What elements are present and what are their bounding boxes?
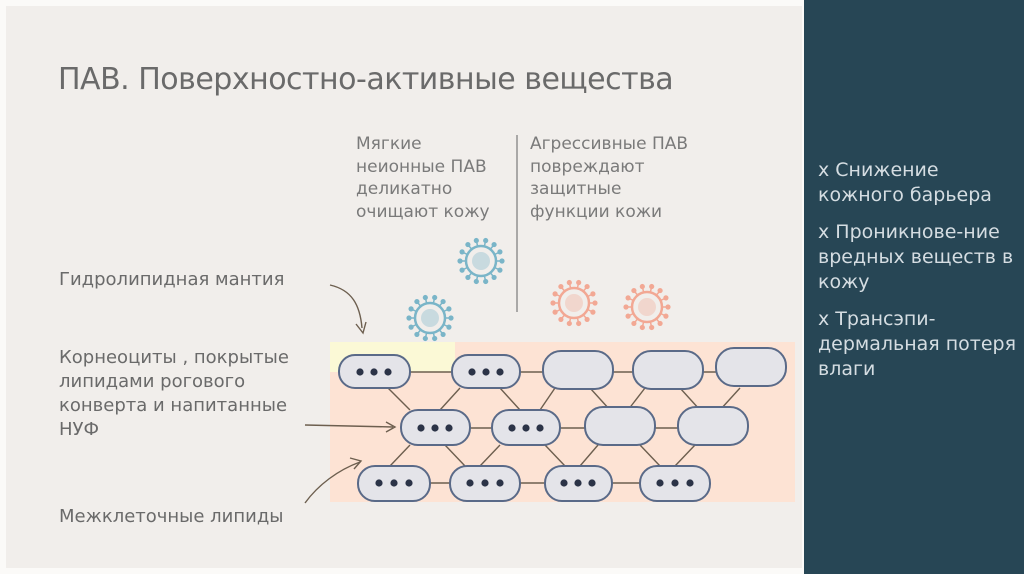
damaged-corneocyte — [632, 350, 704, 390]
aggressive-surfactant-text: Агрессивные ПАВ повреждают защитные функ… — [530, 134, 689, 222]
slide-title: ПАВ. Поверхностно-активные вещества — [58, 62, 674, 97]
effects-list: x Снижение кожного барьера x Проникнове-… — [818, 158, 1018, 394]
effect-item-water-loss: x Трансэпи-дермальная потеря влаги — [818, 308, 1017, 380]
corneocytes-arrow — [304, 424, 394, 428]
mantle-arrow — [329, 284, 363, 329]
side-panel — [804, 0, 1024, 574]
corneocyte-cell — [544, 465, 613, 502]
intercellular-arrow-head — [349, 457, 363, 470]
hydrolipid-mantle-label: Гидролипидная мантия — [59, 269, 285, 290]
corneocyte-cell — [451, 354, 521, 389]
effect-item-barrier: x Снижение кожного барьера — [818, 159, 992, 206]
mild-surfactant-icon — [406, 294, 454, 342]
corneocytes-label: Корнеоциты , покрытые липидами рогового … — [59, 347, 289, 440]
corneocytes-arrow-head — [385, 421, 397, 433]
surfactant-particles — [406, 237, 671, 342]
corneocyte-cell — [491, 409, 561, 446]
aggressive-surfactant-icon — [550, 279, 598, 327]
damaged-corneocyte — [677, 406, 749, 446]
damaged-corneocyte — [584, 406, 656, 446]
corneocyte-cell — [639, 465, 711, 502]
mild-surfactant-text: Мягкие неионные ПАВ деликатно очищают ко… — [356, 134, 490, 222]
corneocyte-cell — [449, 465, 521, 502]
intercellular-lipids-label: Межклеточные липиды — [59, 506, 284, 527]
corneocyte-cell — [338, 354, 411, 389]
corneocyte-cell — [357, 465, 431, 502]
corneocyte-cell — [400, 409, 471, 446]
effect-item-penetration: x Проникнове-ние вредных веществ в кожу — [818, 221, 1014, 293]
damaged-corneocyte — [542, 350, 614, 390]
mantle-arrow-head — [355, 321, 367, 335]
damaged-corneocyte — [715, 347, 787, 387]
intercellular-arrow — [304, 461, 361, 504]
aggressive-surfactant-icon — [623, 283, 671, 331]
mild-surfactant-icon — [457, 237, 505, 285]
